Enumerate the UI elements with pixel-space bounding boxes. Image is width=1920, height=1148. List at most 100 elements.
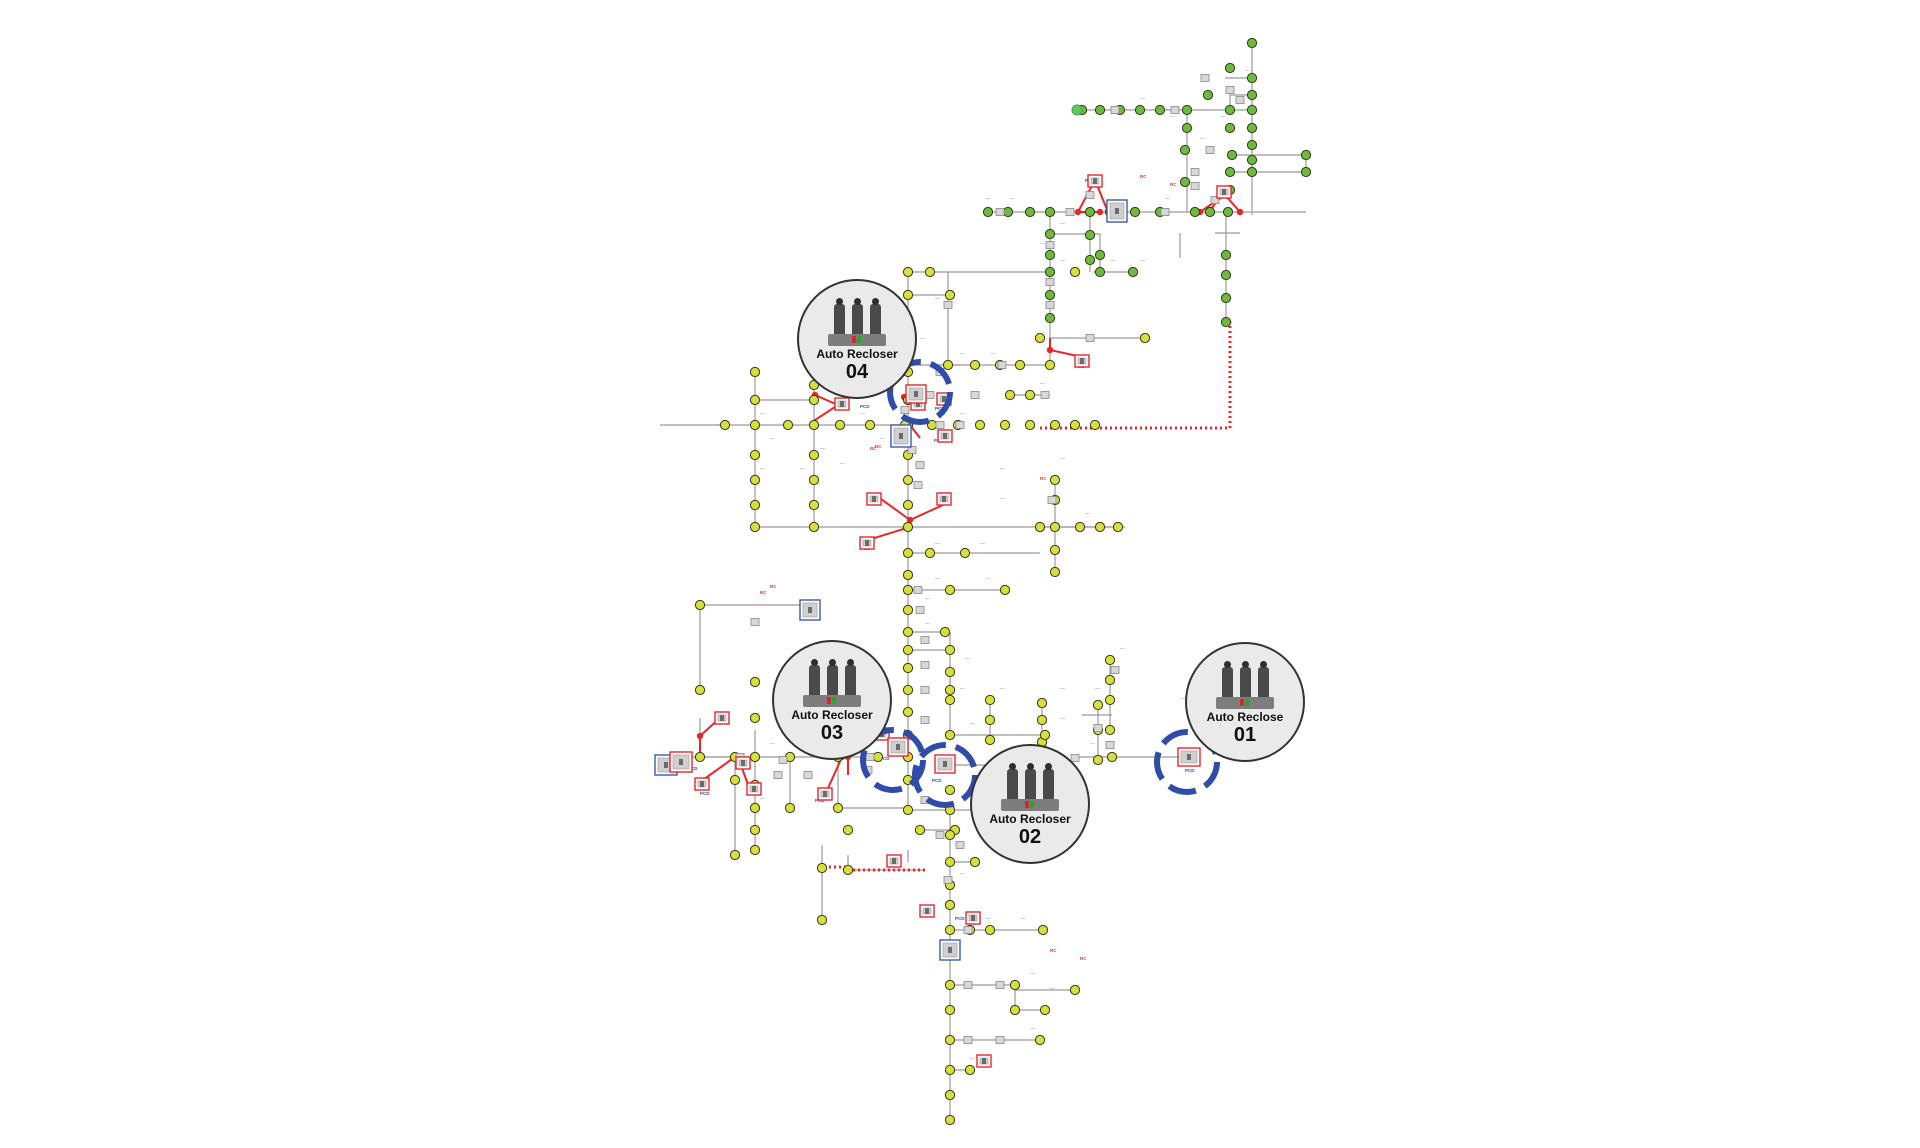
- switch-glyph: [1160, 208, 1170, 216]
- switch-glyph: [997, 361, 1007, 369]
- device-core: [823, 791, 827, 797]
- bus-node-yellow: [749, 394, 761, 406]
- recloser-highlight-ring: [887, 359, 953, 425]
- red-link: [1049, 338, 1083, 358]
- bus-node-yellow: [902, 804, 914, 816]
- switch-glyph: [1210, 196, 1220, 204]
- switch-glyph: [803, 771, 813, 779]
- segment-label-mark: ---: [1000, 466, 1005, 472]
- device-core: [896, 744, 900, 750]
- segment-label-mark: ---: [1095, 686, 1100, 692]
- bus-node-yellow: [1069, 266, 1081, 278]
- device-core: [916, 401, 920, 407]
- switch-glyph: [925, 391, 935, 399]
- bus-node-yellow: [942, 359, 954, 371]
- segment-label-mark: ---: [1170, 114, 1175, 120]
- switch-glyph: [1205, 146, 1215, 154]
- segment-label-mark: ---: [1100, 196, 1105, 202]
- segment-label-mark: ---: [965, 656, 970, 662]
- bus-node-yellow: [974, 419, 986, 431]
- pcd-device: [694, 777, 710, 791]
- bus-node-green: [1084, 229, 1096, 241]
- device-caption-mark: PCD: [880, 756, 890, 761]
- bus-node-yellow: [842, 864, 854, 876]
- device-caption-mark: RC: [1050, 948, 1057, 953]
- switch-glyph: [913, 481, 923, 489]
- bus-node-green: [1246, 89, 1258, 101]
- segment-label-mark: ---: [1040, 241, 1045, 247]
- bus-node-green: [1084, 254, 1096, 266]
- switch-glyph: [1190, 182, 1200, 190]
- recloser-picture: [995, 763, 1065, 811]
- bus-node-green: [1246, 37, 1258, 49]
- recloser-device: [799, 599, 821, 621]
- bus-node-yellow: [984, 924, 996, 936]
- device-core: [840, 401, 844, 407]
- device-core: [1080, 358, 1084, 364]
- bus-node-yellow: [1039, 729, 1051, 741]
- bus-node-yellow: [1009, 1004, 1021, 1016]
- bus-node-green: [1002, 206, 1014, 218]
- red-junction: [906, 516, 914, 524]
- bus-node-yellow: [944, 979, 956, 991]
- bus-node-yellow: [749, 474, 761, 486]
- switch-glyph: [943, 301, 953, 309]
- recloser-highlight-ring: [860, 727, 926, 793]
- segment-label-mark: ---: [860, 411, 865, 417]
- bus-node-green: [1220, 249, 1232, 261]
- bus-node-green: [1300, 166, 1312, 178]
- bus-node-green: [1094, 249, 1106, 261]
- bus-node-yellow: [1069, 984, 1081, 996]
- segment-label-mark: ---: [935, 406, 940, 412]
- switch-glyph: [1235, 96, 1245, 104]
- segment-label-mark: ---: [925, 596, 930, 602]
- segment-label-mark: ---: [1085, 511, 1090, 517]
- pcd-device: [936, 492, 952, 506]
- bus-node-yellow: [834, 419, 846, 431]
- feeder-line: [1232, 154, 1307, 172]
- bus-node-yellow: [944, 694, 956, 706]
- recloser-highlight-ring: [1154, 729, 1220, 795]
- bus-node-yellow: [1049, 419, 1061, 431]
- segment-label-mark: ---: [1060, 716, 1065, 722]
- switch-glyph: [1085, 191, 1095, 199]
- pcd-device: [1216, 185, 1232, 199]
- bus-node-yellow: [944, 1004, 956, 1016]
- pcd-device: [886, 854, 902, 868]
- bus-node-yellow: [944, 584, 956, 596]
- recloser-highlight-ring: [912, 742, 978, 808]
- segment-label-mark: ---: [1060, 258, 1065, 264]
- switch-glyph: [1105, 741, 1115, 749]
- bus-node-yellow: [944, 684, 956, 696]
- bus-node-green: [1204, 206, 1216, 218]
- segment-label-mark: ---: [1110, 258, 1115, 264]
- pcd-device: [937, 429, 953, 443]
- switch-glyph: [1170, 106, 1180, 114]
- device-core: [1115, 208, 1119, 214]
- bus-node-green: [1224, 104, 1236, 116]
- bus-node-yellow: [694, 599, 706, 611]
- device-core: [1222, 189, 1226, 195]
- auto-recloser-02-callout: Auto Recloser 02: [970, 744, 1090, 864]
- callout-number: 02: [1018, 826, 1042, 848]
- bus-node-yellow: [749, 676, 761, 688]
- device-caption-mark: RC: [870, 446, 877, 451]
- bus-node-yellow: [1004, 389, 1016, 401]
- segment-label-mark: ---: [960, 411, 965, 417]
- device-core: [914, 391, 918, 397]
- switch-glyph: [1065, 208, 1075, 216]
- segment-label-mark: ---: [840, 461, 845, 467]
- device-core: [865, 540, 869, 546]
- device-core: [664, 762, 668, 768]
- bus-node-yellow: [694, 751, 706, 763]
- bus-node-yellow: [902, 706, 914, 718]
- bus-node-yellow: [1094, 521, 1106, 533]
- segment-label-mark: ---: [925, 621, 930, 627]
- pcd-device: [859, 536, 875, 550]
- bus-node-yellow: [944, 856, 956, 868]
- segment-label-mark: ---: [760, 411, 765, 417]
- bus-node-yellow: [749, 844, 761, 856]
- red-tie-line: [1040, 322, 1232, 430]
- switch-glyph: [913, 586, 923, 594]
- recloser-picture: [797, 659, 867, 707]
